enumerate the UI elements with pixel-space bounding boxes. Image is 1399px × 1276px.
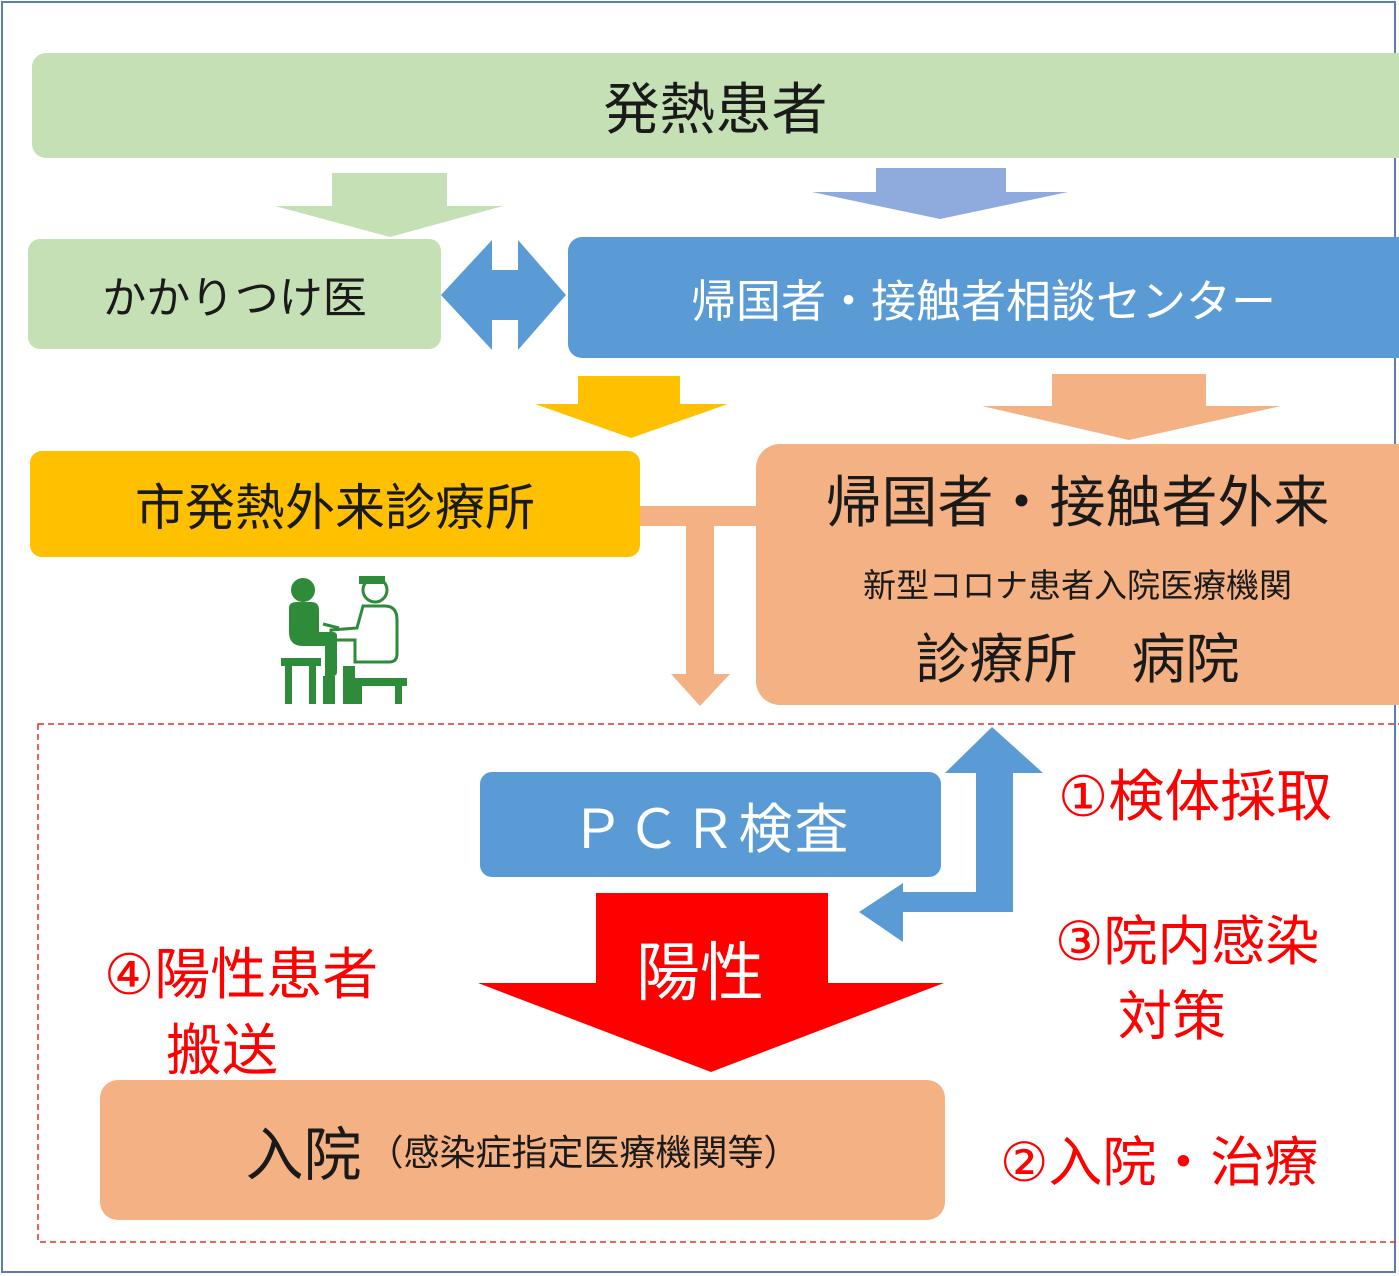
returnee-outpatient-box: 帰国者・接触者外来 新型コロナ患者入院医療機関 診療所 病院 bbox=[756, 444, 1399, 705]
bent-arrow-pcr-hospital bbox=[859, 727, 1043, 942]
admission-main: 入院 bbox=[245, 1121, 362, 1189]
arrow-to-pcr bbox=[671, 674, 730, 706]
pcr-test-label: ＰＣＲ検査 bbox=[570, 798, 851, 861]
consult-center-label: 帰国者・接触者相談センター bbox=[690, 275, 1276, 328]
dashed-region bbox=[37, 723, 1399, 1243]
arrow-to-city-clinic bbox=[535, 376, 728, 438]
double-arrow-doctor-center bbox=[441, 240, 566, 350]
returnee-outpatient-bottom: 診療所 病院 bbox=[915, 628, 1240, 691]
returnee-outpatient-title: 帰国者・接触者外来 bbox=[825, 471, 1330, 536]
fever-patient-label: 発熱患者 bbox=[603, 78, 828, 143]
arrow-to-returnee-outpatient bbox=[982, 374, 1281, 440]
positive-red-arrow bbox=[478, 893, 944, 1072]
step3-line2: 対策 bbox=[1118, 985, 1226, 1048]
consult-center-box: 帰国者・接触者相談センター bbox=[568, 237, 1399, 358]
step1-sample-collection: ①検体採取 bbox=[1058, 765, 1333, 830]
city-fever-clinic-box: 市発熱外来診療所 bbox=[30, 451, 640, 557]
city-fever-clinic-label: 市発熱外来診療所 bbox=[135, 479, 535, 537]
step4-line2: 搬送 bbox=[166, 1019, 278, 1084]
family-doctor-box: かかりつけ医 bbox=[28, 239, 441, 349]
positive-label: 陽性 bbox=[636, 937, 764, 1011]
step3-line1: ③院内感染 bbox=[1055, 910, 1320, 973]
connector-vertical bbox=[686, 506, 714, 676]
step4-line1: ④陽性患者 bbox=[104, 943, 379, 1008]
doctor-examining-patient-icon bbox=[281, 576, 407, 704]
fever-patient-box: 発熱患者 bbox=[32, 53, 1399, 158]
arrow-to-family-doctor bbox=[275, 173, 503, 237]
pcr-test-box: ＰＣＲ検査 bbox=[480, 772, 941, 877]
admission-box: 入院 （感染症指定医療機関等） bbox=[100, 1080, 945, 1220]
arrow-to-consult-center bbox=[812, 168, 1068, 219]
family-doctor-label: かかりつけ医 bbox=[102, 273, 367, 324]
returnee-outpatient-subtitle: 新型コロナ患者入院医療機関 bbox=[863, 566, 1292, 605]
admission-note: （感染症指定医療機関等） bbox=[367, 1133, 800, 1174]
step2-admission-treatment: ②入院・治療 bbox=[1000, 1131, 1319, 1194]
